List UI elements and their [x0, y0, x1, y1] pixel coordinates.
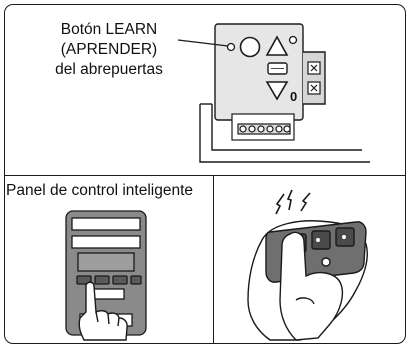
callout-leader-line — [177, 39, 229, 47]
garage-door-opener-unit — [199, 23, 370, 163]
learn-button-callout-label: Botón LEARN (APRENDER) del abrepuertas — [44, 20, 174, 80]
remote-led — [321, 257, 331, 267]
side-connectors — [307, 61, 321, 95]
hand-pressing-panel — [78, 281, 128, 341]
down-arrow-icon — [265, 81, 289, 101]
learn-label-line1: Botón LEARN — [60, 21, 158, 38]
up-indicator-dot — [288, 35, 298, 45]
signal-sparks — [275, 189, 311, 215]
section-divider-horizontal — [5, 175, 405, 176]
learn-label-line3: del abrepuertas — [55, 61, 163, 78]
learn-led — [226, 42, 236, 52]
section-divider-vertical — [213, 175, 214, 343]
motor-zero-indicator: 0 — [290, 89, 297, 104]
wiring-terminal-block — [231, 113, 295, 141]
up-arrow-icon — [265, 35, 289, 56]
smart-control-panel-label: Panel de control inteligente — [6, 182, 193, 199]
hands-holding-remote — [247, 220, 368, 341]
remote-button-2 — [311, 230, 331, 250]
illustration-frame — [4, 4, 406, 344]
learn-label-line2: (APRENDER) — [60, 41, 158, 58]
learn-button — [239, 36, 261, 58]
